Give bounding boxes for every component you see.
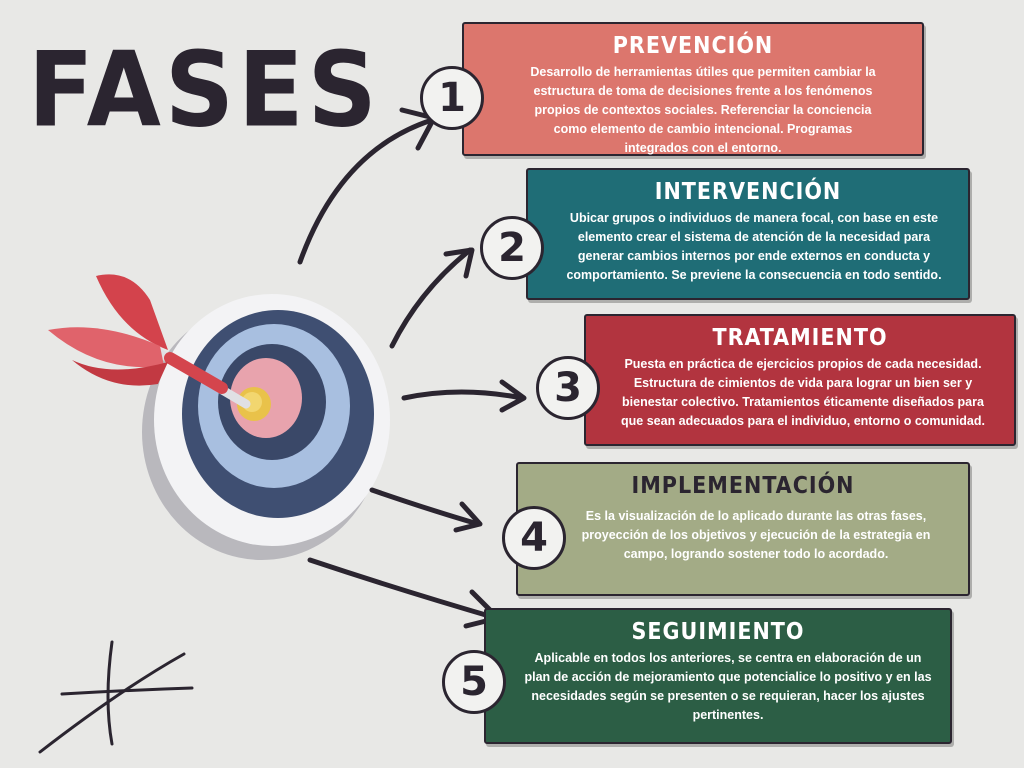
- phase-card-tratamiento: TRATAMIENTO Puesta en práctica de ejerci…: [584, 314, 1016, 446]
- arrow-5: [307, 557, 499, 621]
- phase-description: Aplicable en todos los anteriores, se ce…: [524, 651, 932, 723]
- phase-title: PREVENCIÓN: [612, 33, 774, 59]
- phase-number-badge-1: 1: [420, 66, 484, 130]
- phase-number-badge-3: 3: [536, 356, 600, 420]
- phase-title: INTERVENCIÓN: [654, 179, 842, 205]
- phase-description: Ubicar grupos o individuos de manera foc…: [566, 211, 942, 283]
- phase-card-implementacion: IMPLEMENTACIÓN Es la visualización de lo…: [516, 462, 970, 596]
- phase-number-badge-4: 4: [502, 506, 566, 570]
- phase-description: Es la visualización de lo aplicado duran…: [581, 509, 931, 562]
- cross-doodle-icon: [38, 640, 194, 754]
- phase-title: TRATAMIENTO: [712, 325, 888, 351]
- phase-card-seguimiento: SEGUIMIENTO Aplicable en todos los anter…: [484, 608, 952, 744]
- phase-description: Puesta en práctica de ejercicios propios…: [621, 357, 985, 429]
- phase-card-prevencion: PREVENCIÓN Desarrollo de herramientas út…: [462, 22, 924, 156]
- arrow-3: [401, 389, 525, 401]
- target-icon: [142, 294, 390, 560]
- phase-title: SEGUIMIENTO: [631, 619, 805, 645]
- phase-card-intervencion: INTERVENCIÓN Ubicar grupos o individuos …: [526, 168, 970, 300]
- arrow-1: [297, 117, 435, 265]
- dart-icon: [48, 274, 251, 409]
- phase-number-badge-2: 2: [480, 216, 544, 280]
- phase-number-badge-5: 5: [442, 650, 506, 714]
- page-title: FASES: [28, 29, 381, 151]
- phase-title: IMPLEMENTACIÓN: [631, 473, 855, 499]
- phase-description: Desarrollo de herramientas útiles que pe…: [530, 65, 876, 156]
- arrow-4: [369, 487, 481, 527]
- arrow-2: [389, 247, 473, 349]
